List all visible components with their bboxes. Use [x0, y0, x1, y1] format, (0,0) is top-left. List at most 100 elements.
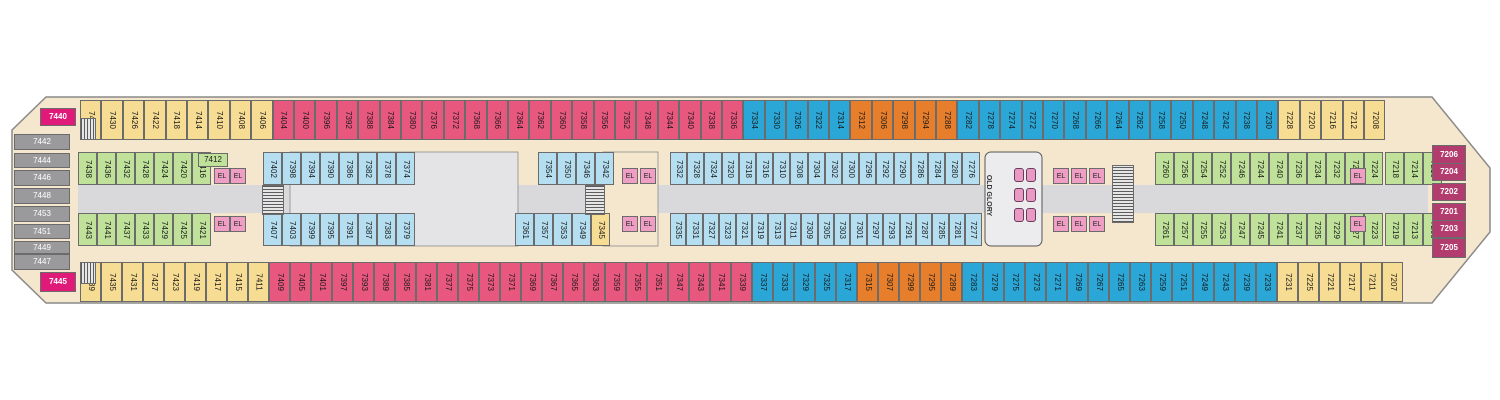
cabin-7245[interactable]: 7245 — [1250, 213, 1269, 246]
cabin-7236[interactable]: 7236 — [1288, 152, 1307, 185]
cabin-7393[interactable]: 7393 — [353, 262, 374, 302]
cabin-7367[interactable]: 7367 — [542, 262, 563, 302]
cabin-7417[interactable]: 7417 — [206, 262, 227, 302]
cabin-7274[interactable]: 7274 — [1000, 100, 1022, 140]
cabin-7281[interactable]: 7281 — [948, 213, 966, 246]
cabin-7241[interactable]: 7241 — [1269, 213, 1288, 246]
cabin-7282[interactable]: 7282 — [957, 100, 979, 140]
cabin-7275[interactable]: 7275 — [1004, 262, 1025, 302]
cabin-7223[interactable]: 7223 — [1364, 213, 1383, 246]
cabin-7315[interactable]: 7315 — [857, 262, 878, 302]
cabin-7433[interactable]: 7433 — [135, 213, 154, 246]
cabin-7312[interactable]: 7312 — [850, 100, 872, 140]
cabin-7411[interactable]: 7411 — [248, 262, 269, 302]
cabin-7261[interactable]: 7261 — [1155, 213, 1174, 246]
cabin-7300[interactable]: 7300 — [842, 152, 860, 185]
cabin-7372[interactable]: 7372 — [443, 100, 466, 140]
cabin-7353[interactable]: 7353 — [553, 213, 572, 246]
cabin-7431[interactable]: 7431 — [122, 262, 143, 302]
cabin-7366[interactable]: 7366 — [486, 100, 508, 140]
cabin-7399[interactable]: 7399 — [301, 213, 320, 246]
cabin-7239[interactable]: 7239 — [1235, 262, 1256, 302]
cabin-7445[interactable]: 7445 — [40, 272, 76, 292]
cabin-7311[interactable]: 7311 — [784, 213, 802, 246]
cabin-7394[interactable]: 7394 — [301, 152, 320, 185]
cabin-7289[interactable]: 7289 — [941, 262, 962, 302]
cabin-7322[interactable]: 7322 — [807, 100, 829, 140]
cabin-7376[interactable]: 7376 — [422, 100, 444, 140]
cabin-7342[interactable]: 7342 — [595, 152, 614, 185]
cabin-7259[interactable]: 7259 — [1151, 262, 1172, 302]
cabin-7357[interactable]: 7357 — [534, 213, 553, 246]
cabin-7204[interactable]: 7204 — [1432, 163, 1466, 181]
cabin-7373[interactable]: 7373 — [479, 262, 500, 302]
cabin-7398[interactable]: 7398 — [282, 152, 301, 185]
cabin-7294[interactable]: 7294 — [914, 100, 936, 140]
cabin-7409[interactable]: 7409 — [269, 262, 290, 302]
cabin-7335[interactable]: 7335 — [670, 213, 687, 246]
cabin-7375[interactable]: 7375 — [458, 262, 479, 302]
cabin-7333[interactable]: 7333 — [773, 262, 794, 302]
cabin-7217[interactable]: 7217 — [1340, 262, 1361, 302]
cabin-7233[interactable]: 7233 — [1256, 262, 1277, 302]
cabin-7360[interactable]: 7360 — [550, 100, 573, 140]
cabin-7361[interactable]: 7361 — [515, 213, 534, 246]
cabin-7320[interactable]: 7320 — [721, 152, 739, 185]
cabin-7285[interactable]: 7285 — [932, 213, 949, 246]
cabin-7251[interactable]: 7251 — [1172, 262, 1193, 302]
cabin-7303[interactable]: 7303 — [834, 213, 851, 246]
cabin-7221[interactable]: 7221 — [1319, 262, 1340, 302]
cabin-7414[interactable]: 7414 — [187, 100, 209, 140]
cabin-7426[interactable]: 7426 — [122, 100, 145, 140]
cabin-7214[interactable]: 7214 — [1404, 152, 1423, 185]
cabin-7388[interactable]: 7388 — [358, 100, 380, 140]
cabin-7385[interactable]: 7385 — [395, 262, 416, 302]
cabin-7334[interactable]: 7334 — [743, 100, 765, 140]
cabin-7305[interactable]: 7305 — [817, 213, 834, 246]
cabin-7293[interactable]: 7293 — [883, 213, 900, 246]
cabin-7420[interactable]: 7420 — [173, 152, 192, 185]
cabin-7383[interactable]: 7383 — [377, 213, 396, 246]
cabin-7336[interactable]: 7336 — [722, 100, 744, 140]
cabin-7258[interactable]: 7258 — [1150, 100, 1172, 140]
cabin-7284[interactable]: 7284 — [928, 152, 946, 185]
cabin-7271[interactable]: 7271 — [1046, 262, 1067, 302]
cabin-7326[interactable]: 7326 — [786, 100, 808, 140]
cabin-7419[interactable]: 7419 — [185, 262, 206, 302]
cabin-7267[interactable]: 7267 — [1088, 262, 1109, 302]
cabin-7444[interactable]: 7444 — [14, 153, 70, 168]
cabin-7201[interactable]: 7201 — [1432, 203, 1466, 221]
cabin-7278[interactable]: 7278 — [978, 100, 1001, 140]
cabin-7362[interactable]: 7362 — [529, 100, 551, 140]
cabin-7216[interactable]: 7216 — [1321, 100, 1343, 140]
cabin-7264[interactable]: 7264 — [1107, 100, 1129, 140]
cabin-7378[interactable]: 7378 — [377, 152, 396, 185]
cabin-7242[interactable]: 7242 — [1214, 100, 1236, 140]
cabin-7354[interactable]: 7354 — [538, 152, 557, 185]
cabin-7355[interactable]: 7355 — [626, 262, 647, 302]
cabin-7219[interactable]: 7219 — [1385, 213, 1404, 246]
cabin-7249[interactable]: 7249 — [1193, 262, 1214, 302]
cabin-7341[interactable]: 7341 — [710, 262, 731, 302]
cabin-7269[interactable]: 7269 — [1067, 262, 1088, 302]
cabin-7325[interactable]: 7325 — [815, 262, 836, 302]
cabin-7347[interactable]: 7347 — [668, 262, 689, 302]
cabin-7350[interactable]: 7350 — [557, 152, 576, 185]
cabin-7428[interactable]: 7428 — [135, 152, 154, 185]
cabin-7349[interactable]: 7349 — [572, 213, 591, 246]
cabin-7288[interactable]: 7288 — [936, 100, 958, 140]
cabin-7235[interactable]: 7235 — [1307, 213, 1326, 246]
cabin-7369[interactable]: 7369 — [521, 262, 542, 302]
cabin-7205[interactable]: 7205 — [1432, 238, 1466, 258]
cabin-7408[interactable]: 7408 — [229, 100, 252, 140]
cabin-7277[interactable]: 7277 — [965, 213, 982, 246]
cabin-7343[interactable]: 7343 — [689, 262, 710, 302]
cabin-7238[interactable]: 7238 — [1235, 100, 1257, 140]
cabin-7387[interactable]: 7387 — [358, 213, 377, 246]
cabin-7389[interactable]: 7389 — [374, 262, 395, 302]
cabin-7418[interactable]: 7418 — [165, 100, 187, 140]
cabin-7332[interactable]: 7332 — [670, 152, 688, 185]
cabin-7395[interactable]: 7395 — [320, 213, 339, 246]
cabin-7443[interactable]: 7443 — [78, 213, 97, 246]
cabin-7254[interactable]: 7254 — [1193, 152, 1212, 185]
